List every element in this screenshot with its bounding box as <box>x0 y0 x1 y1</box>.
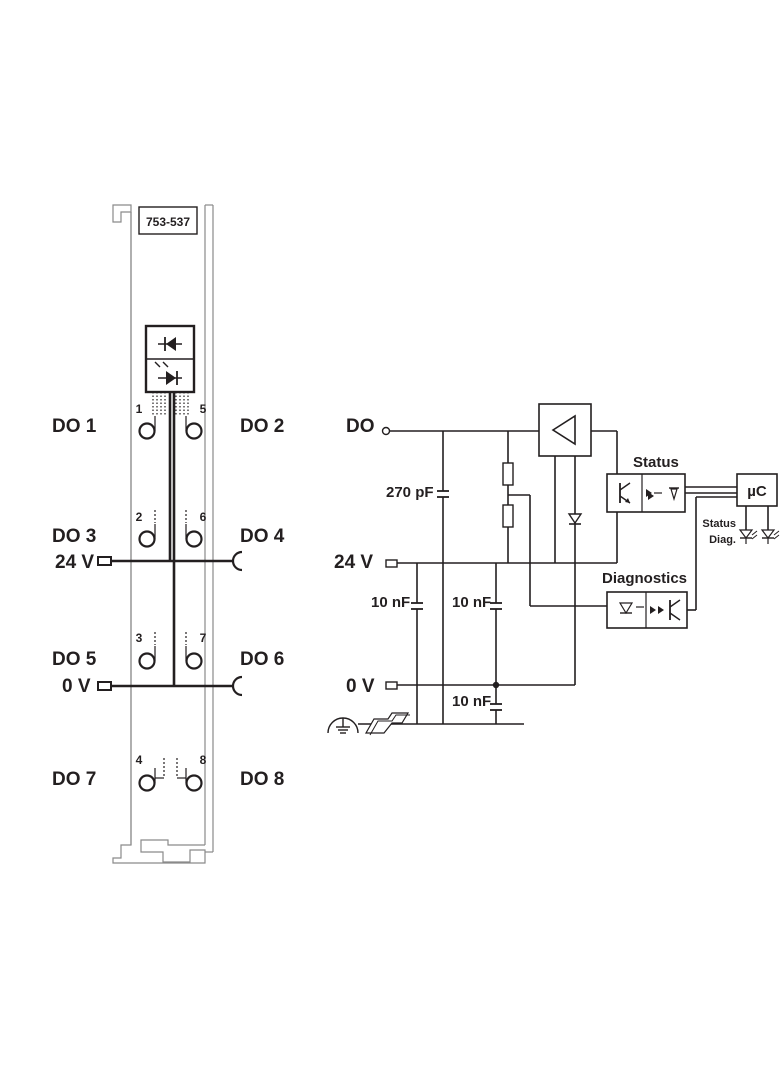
capacitor-icon <box>490 563 502 724</box>
module-24v-bus <box>97 550 243 572</box>
din-rail-icon <box>364 712 410 736</box>
pin-number-7: 7 <box>200 631 207 645</box>
schematic-24v-label: 24 V <box>334 552 373 573</box>
terminal-pin-6[interactable] <box>185 510 203 548</box>
cap-10nf-b-label: 10 nF <box>452 594 491 611</box>
terminal-pin-5[interactable] <box>185 416 203 440</box>
module-0v-bus <box>97 675 243 697</box>
pin-number-8: 8 <box>200 753 207 767</box>
module-housing <box>112 204 214 864</box>
schematic-0v-terminal[interactable] <box>385 681 398 690</box>
output-label-do5: DO 5 <box>52 649 97 670</box>
led-icon <box>738 529 758 544</box>
schematic-0v-label: 0 V <box>346 676 375 697</box>
resistor-icon <box>502 431 607 607</box>
output-label-do4: DO 4 <box>240 526 285 547</box>
cap-270pf-label: 270 pF <box>386 484 434 501</box>
pin-number-6: 6 <box>200 510 207 524</box>
terminal-pin-7[interactable] <box>185 632 203 670</box>
mcu-label: µC <box>747 483 767 500</box>
output-label-do6: DO 6 <box>240 649 284 670</box>
led-icon <box>154 361 182 385</box>
module-0v-label: 0 V <box>62 676 91 697</box>
module-24v-label: 24 V <box>55 552 94 573</box>
output-label-do3: DO 3 <box>52 526 96 547</box>
pin-number-2: 2 <box>136 510 143 524</box>
capacitor-icon <box>437 431 449 724</box>
terminal-pin-3[interactable] <box>138 632 156 670</box>
terminal-pin-8[interactable] <box>176 758 203 792</box>
schematic-do-label: DO <box>346 416 375 437</box>
output-label-do2: DO 2 <box>240 416 284 437</box>
terminal-pin-2[interactable] <box>138 510 156 548</box>
terminal-pin-1[interactable] <box>138 416 156 440</box>
pin-number-4: 4 <box>136 753 143 767</box>
cap-10nf-a-label: 10 nF <box>371 594 410 611</box>
pin-number-5: 5 <box>200 402 207 416</box>
output-label-do1: DO 1 <box>52 416 97 437</box>
diode-icon <box>158 337 182 351</box>
cap-10nf-c-label: 10 nF <box>452 693 491 710</box>
pin-number-1: 1 <box>136 402 143 416</box>
pin-number-3: 3 <box>136 631 143 645</box>
part-number-tag <box>138 206 198 235</box>
led-diag-label: Diag. <box>709 534 736 546</box>
schematic-24v-terminal[interactable] <box>385 559 398 568</box>
microcontroller-box <box>736 473 778 507</box>
diode-icon <box>567 513 583 525</box>
led-status-label: Status <box>702 518 736 530</box>
capacitor-icon <box>411 563 423 724</box>
part-number: 753-537 <box>146 215 190 229</box>
diagnostics-label: Diagnostics <box>602 570 687 587</box>
led-icon <box>760 529 780 544</box>
output-label-do8: DO 8 <box>240 769 284 790</box>
status-label: Status <box>633 454 679 471</box>
terminal-pin-4[interactable] <box>138 758 165 792</box>
led-block <box>144 324 196 416</box>
do-input-terminal[interactable] <box>381 426 391 436</box>
ground-icon <box>327 717 359 734</box>
optocoupler-icon <box>606 591 688 629</box>
amplifier-triangle-icon <box>538 403 592 685</box>
optocoupler-icon <box>606 473 686 513</box>
output-label-do7: DO 7 <box>52 769 96 790</box>
